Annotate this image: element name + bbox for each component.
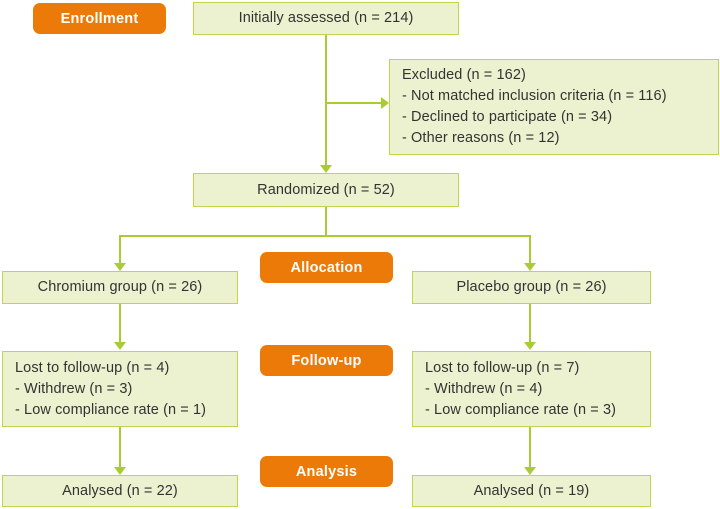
node-followup-right-heading: Lost to follow-up (n = 7) [425,359,580,376]
node-allocation-left-label: Chromium group (n = 26) [37,279,203,295]
node-excluded-reason-1: - Not matched inclusion criteria (n = 11… [402,88,667,104]
node-analysis-right-label: Analysed (n = 19) [473,482,590,499]
stage-badge-enrollment: Enrollment [33,3,166,34]
node-randomized: Randomized (n = 52) [193,173,459,207]
node-randomized-label: Randomized (n = 52) [257,181,395,198]
connector-assessed-to-randomized [325,35,327,165]
arrowhead-right-analysis [524,467,536,475]
node-followup-left-reason-1: - Withdrew (n = 3) [15,380,133,397]
node-followup-left-reason-2: - Low compliance rate (n = 1) [15,401,207,418]
node-allocation-left: Chromium group (n = 26) [2,271,238,304]
node-initially-assessed-label: Initially assessed (n = 214) [238,10,414,26]
connector-left-allocation-to-followup [119,304,121,342]
stage-badge-allocation: Allocation [260,252,393,283]
connector-to-excluded [326,102,381,104]
arrowhead-left-followup [114,342,126,350]
node-analysis-left-label: Analysed (n = 22) [62,482,178,499]
node-followup-left: Lost to follow-up (n = 4) - Withdrew (n … [2,351,238,427]
node-excluded: Excluded (n = 162) - Not matched inclusi… [389,59,719,155]
node-excluded-reason-2: - Declined to participate (n = 34) [402,109,613,125]
stage-badge-analysis: Analysis [260,456,393,487]
node-analysis-left: Analysed (n = 22) [2,475,238,507]
node-allocation-right: Placebo group (n = 26) [412,271,651,304]
stage-badge-followup: Follow-up [260,345,393,376]
arrowhead-excluded [381,97,389,109]
node-followup-right-reason-1: - Withdrew (n = 4) [425,380,543,397]
connector-randomized-stem [325,207,327,237]
node-followup-right: Lost to follow-up (n = 7) - Withdrew (n … [412,351,651,427]
arrowhead-left-analysis [114,467,126,475]
connector-left-followup-to-analysis [119,427,121,467]
node-allocation-right-label: Placebo group (n = 26) [456,279,607,295]
node-followup-left-heading: Lost to follow-up (n = 4) [15,359,170,376]
arrowhead-right-followup [524,342,536,350]
node-initially-assessed: Initially assessed (n = 214) [193,2,459,35]
connector-split-bar [119,235,531,237]
node-excluded-heading: Excluded (n = 162) [402,67,526,83]
node-excluded-reason-3: - Other reasons (n = 12) [402,130,560,146]
node-followup-right-reason-2: - Low compliance rate (n = 3) [425,401,617,418]
arrowhead-randomized [320,165,332,173]
connector-split-left [119,235,121,263]
node-analysis-right: Analysed (n = 19) [412,475,651,507]
arrowhead-right-allocation [524,263,536,271]
connector-split-right [529,235,531,263]
connector-right-allocation-to-followup [529,304,531,342]
connector-right-followup-to-analysis [529,427,531,467]
arrowhead-left-allocation [114,263,126,271]
